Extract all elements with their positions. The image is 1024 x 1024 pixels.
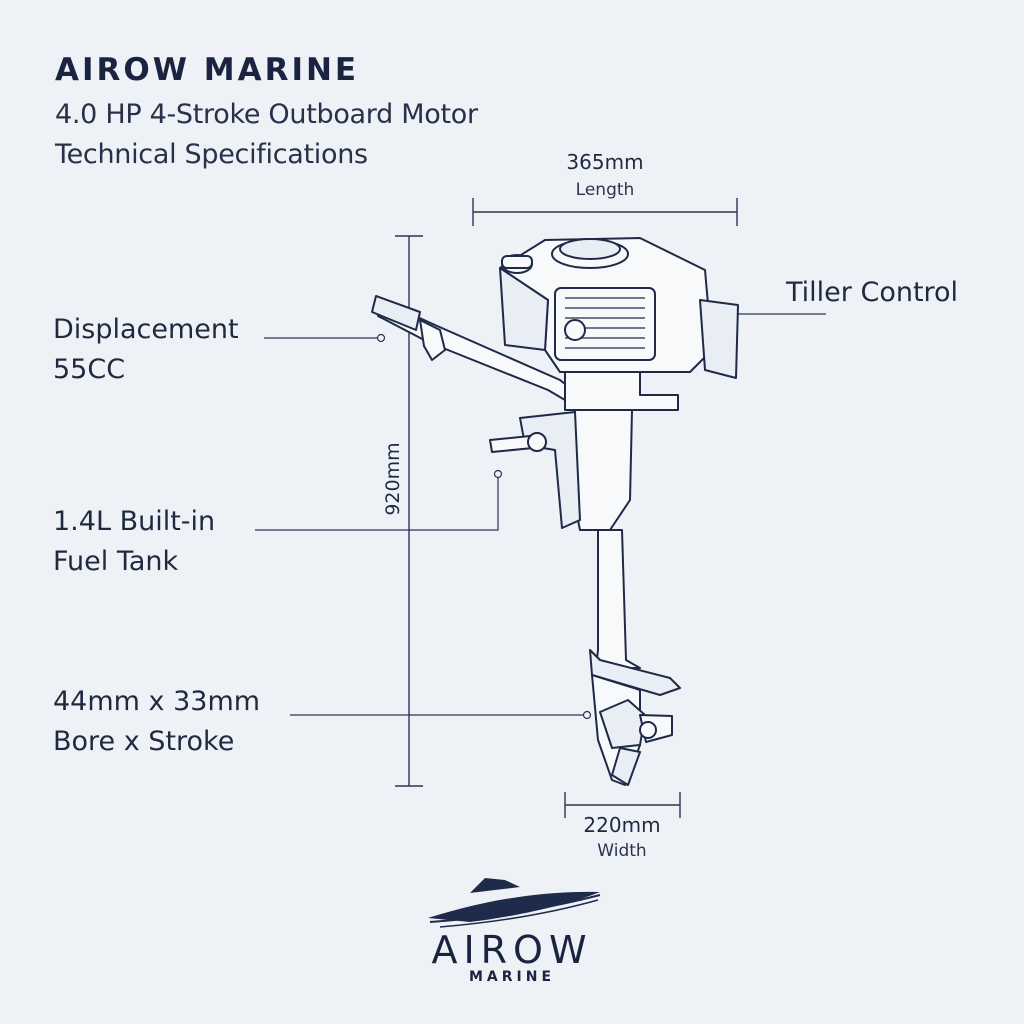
bore-stroke-value: 44mm x 33mm	[53, 686, 261, 717]
logo-wordmark: AIROW	[431, 928, 593, 972]
spec-subtitle: Technical Specifications	[55, 139, 368, 170]
length-value: 365mm	[566, 150, 644, 174]
length-dimension-line	[472, 198, 738, 226]
boat-logo-icon	[428, 878, 601, 928]
fuel-tank-callout: 1.4L Built-in Fuel Tank	[53, 502, 215, 582]
fuel-tank-label: Fuel Tank	[53, 546, 179, 577]
width-value: 220mm	[583, 813, 661, 837]
width-dimension-line	[564, 792, 681, 818]
outboard-motor-drawing	[371, 237, 739, 786]
product-subtitle: 4.0 HP 4-Stroke Outboard Motor	[55, 99, 478, 130]
displacement-value: 55CC	[53, 354, 126, 385]
brand-title: AIROW MARINE	[55, 52, 360, 88]
tiller-control-callout: Tiller Control	[786, 277, 959, 308]
fuel-tank-value: 1.4L Built-in	[53, 506, 216, 537]
height-value: 920mm	[382, 442, 404, 516]
logo-subtext: MARINE	[468, 969, 556, 985]
displacement-label: Displacement	[53, 314, 239, 345]
bore-stroke-label: Bore x Stroke	[53, 726, 235, 757]
length-caption: Length	[575, 180, 635, 200]
displacement-callout: Displacement 55CC	[53, 310, 239, 390]
bore-stroke-callout: 44mm x 33mm Bore x Stroke	[53, 682, 260, 762]
width-caption: Width	[597, 841, 647, 861]
